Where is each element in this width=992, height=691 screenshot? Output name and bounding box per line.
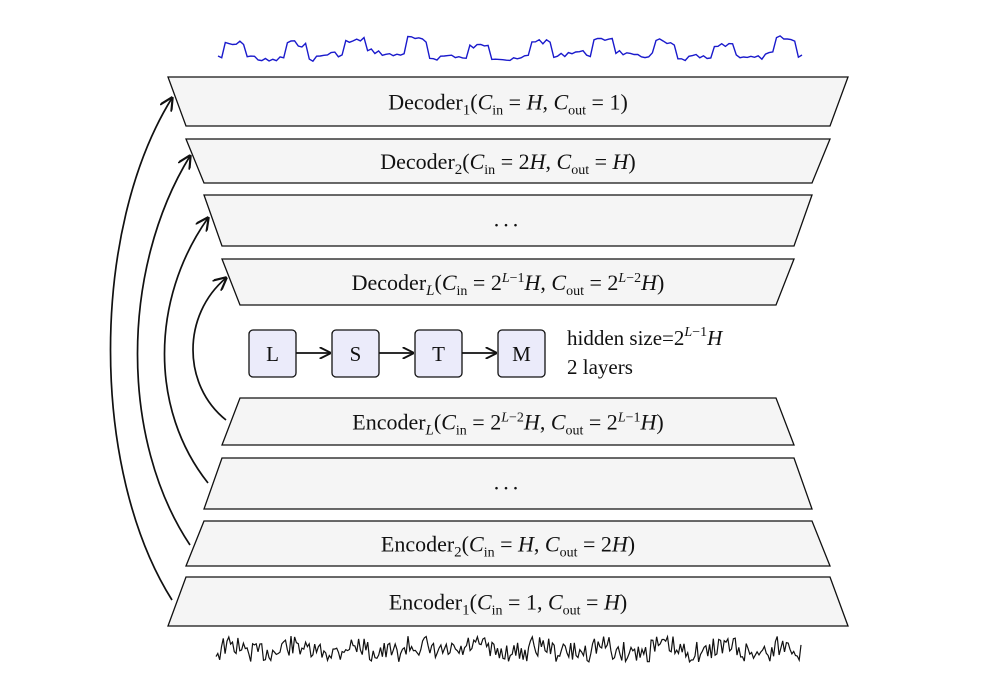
stage-dots: ...: [494, 207, 523, 232]
skip-connection-4: [192, 278, 226, 421]
lstm-box-l: L: [248, 329, 297, 378]
lstm-letter-l: L: [266, 342, 279, 366]
stage-box: [167, 576, 849, 627]
input-signal: [215, 634, 802, 664]
lstm-box-t: T: [414, 329, 463, 378]
stage-label: Encoder2(Cin = H, Cout = 2H): [381, 532, 635, 561]
skip-connection-3: [163, 218, 209, 484]
stage-box: [221, 397, 795, 446]
stage-label: EncoderL(Cin = 2L−2H, Cout = 2L−1H): [352, 410, 663, 439]
lstm-layers: 2 layers: [567, 355, 633, 379]
stage-box: [185, 138, 831, 184]
lstm-box-m: M: [497, 329, 546, 378]
lstm-letter-m: M: [512, 342, 531, 366]
stage-box: [185, 520, 831, 567]
stage-box: [167, 76, 849, 127]
stage-label: DecoderL(Cin = 2L−1H, Cout = 2L−2H): [352, 270, 665, 299]
stage-encoder-L: EncoderL(Cin = 2L−2H, Cout = 2L−1H): [221, 397, 795, 446]
stage-decoder-L: DecoderL(Cin = 2L−1H, Cout = 2L−2H): [221, 258, 795, 306]
lstm-block: L S T M hidden size=2L−1H 2 layers: [248, 325, 724, 379]
stage-decoder-1: Decoder1(Cin = H, Cout = 1): [167, 76, 849, 127]
stage-box: [203, 457, 813, 510]
output-signal: [217, 35, 803, 63]
stage-decoder-dots: ...: [203, 194, 813, 247]
stage-decoder-2: Decoder2(Cin = 2H, Cout = H): [185, 138, 831, 184]
lstm-letter-s: S: [350, 342, 362, 366]
lstm-hidden-size: hidden size=2L−1H: [567, 325, 724, 350]
stage-encoder-dots: ...: [203, 457, 813, 510]
stage-dots: ...: [494, 470, 523, 495]
stage-box: [203, 194, 813, 247]
stage-label: Decoder1(Cin = H, Cout = 1): [388, 90, 628, 119]
stage-label: Encoder1(Cin = 1, Cout = H): [389, 590, 627, 619]
lstm-box-s: S: [331, 329, 380, 378]
stage-label: Decoder2(Cin = 2H, Cout = H): [380, 149, 635, 178]
stage-encoder-2: Encoder2(Cin = H, Cout = 2H): [185, 520, 831, 567]
stage-encoder-1: Encoder1(Cin = 1, Cout = H): [167, 576, 849, 627]
skip-connection-2: [136, 156, 191, 546]
skip-connection-1: [109, 98, 173, 601]
stage-box: [221, 258, 795, 306]
lstm-letter-t: T: [432, 342, 445, 366]
